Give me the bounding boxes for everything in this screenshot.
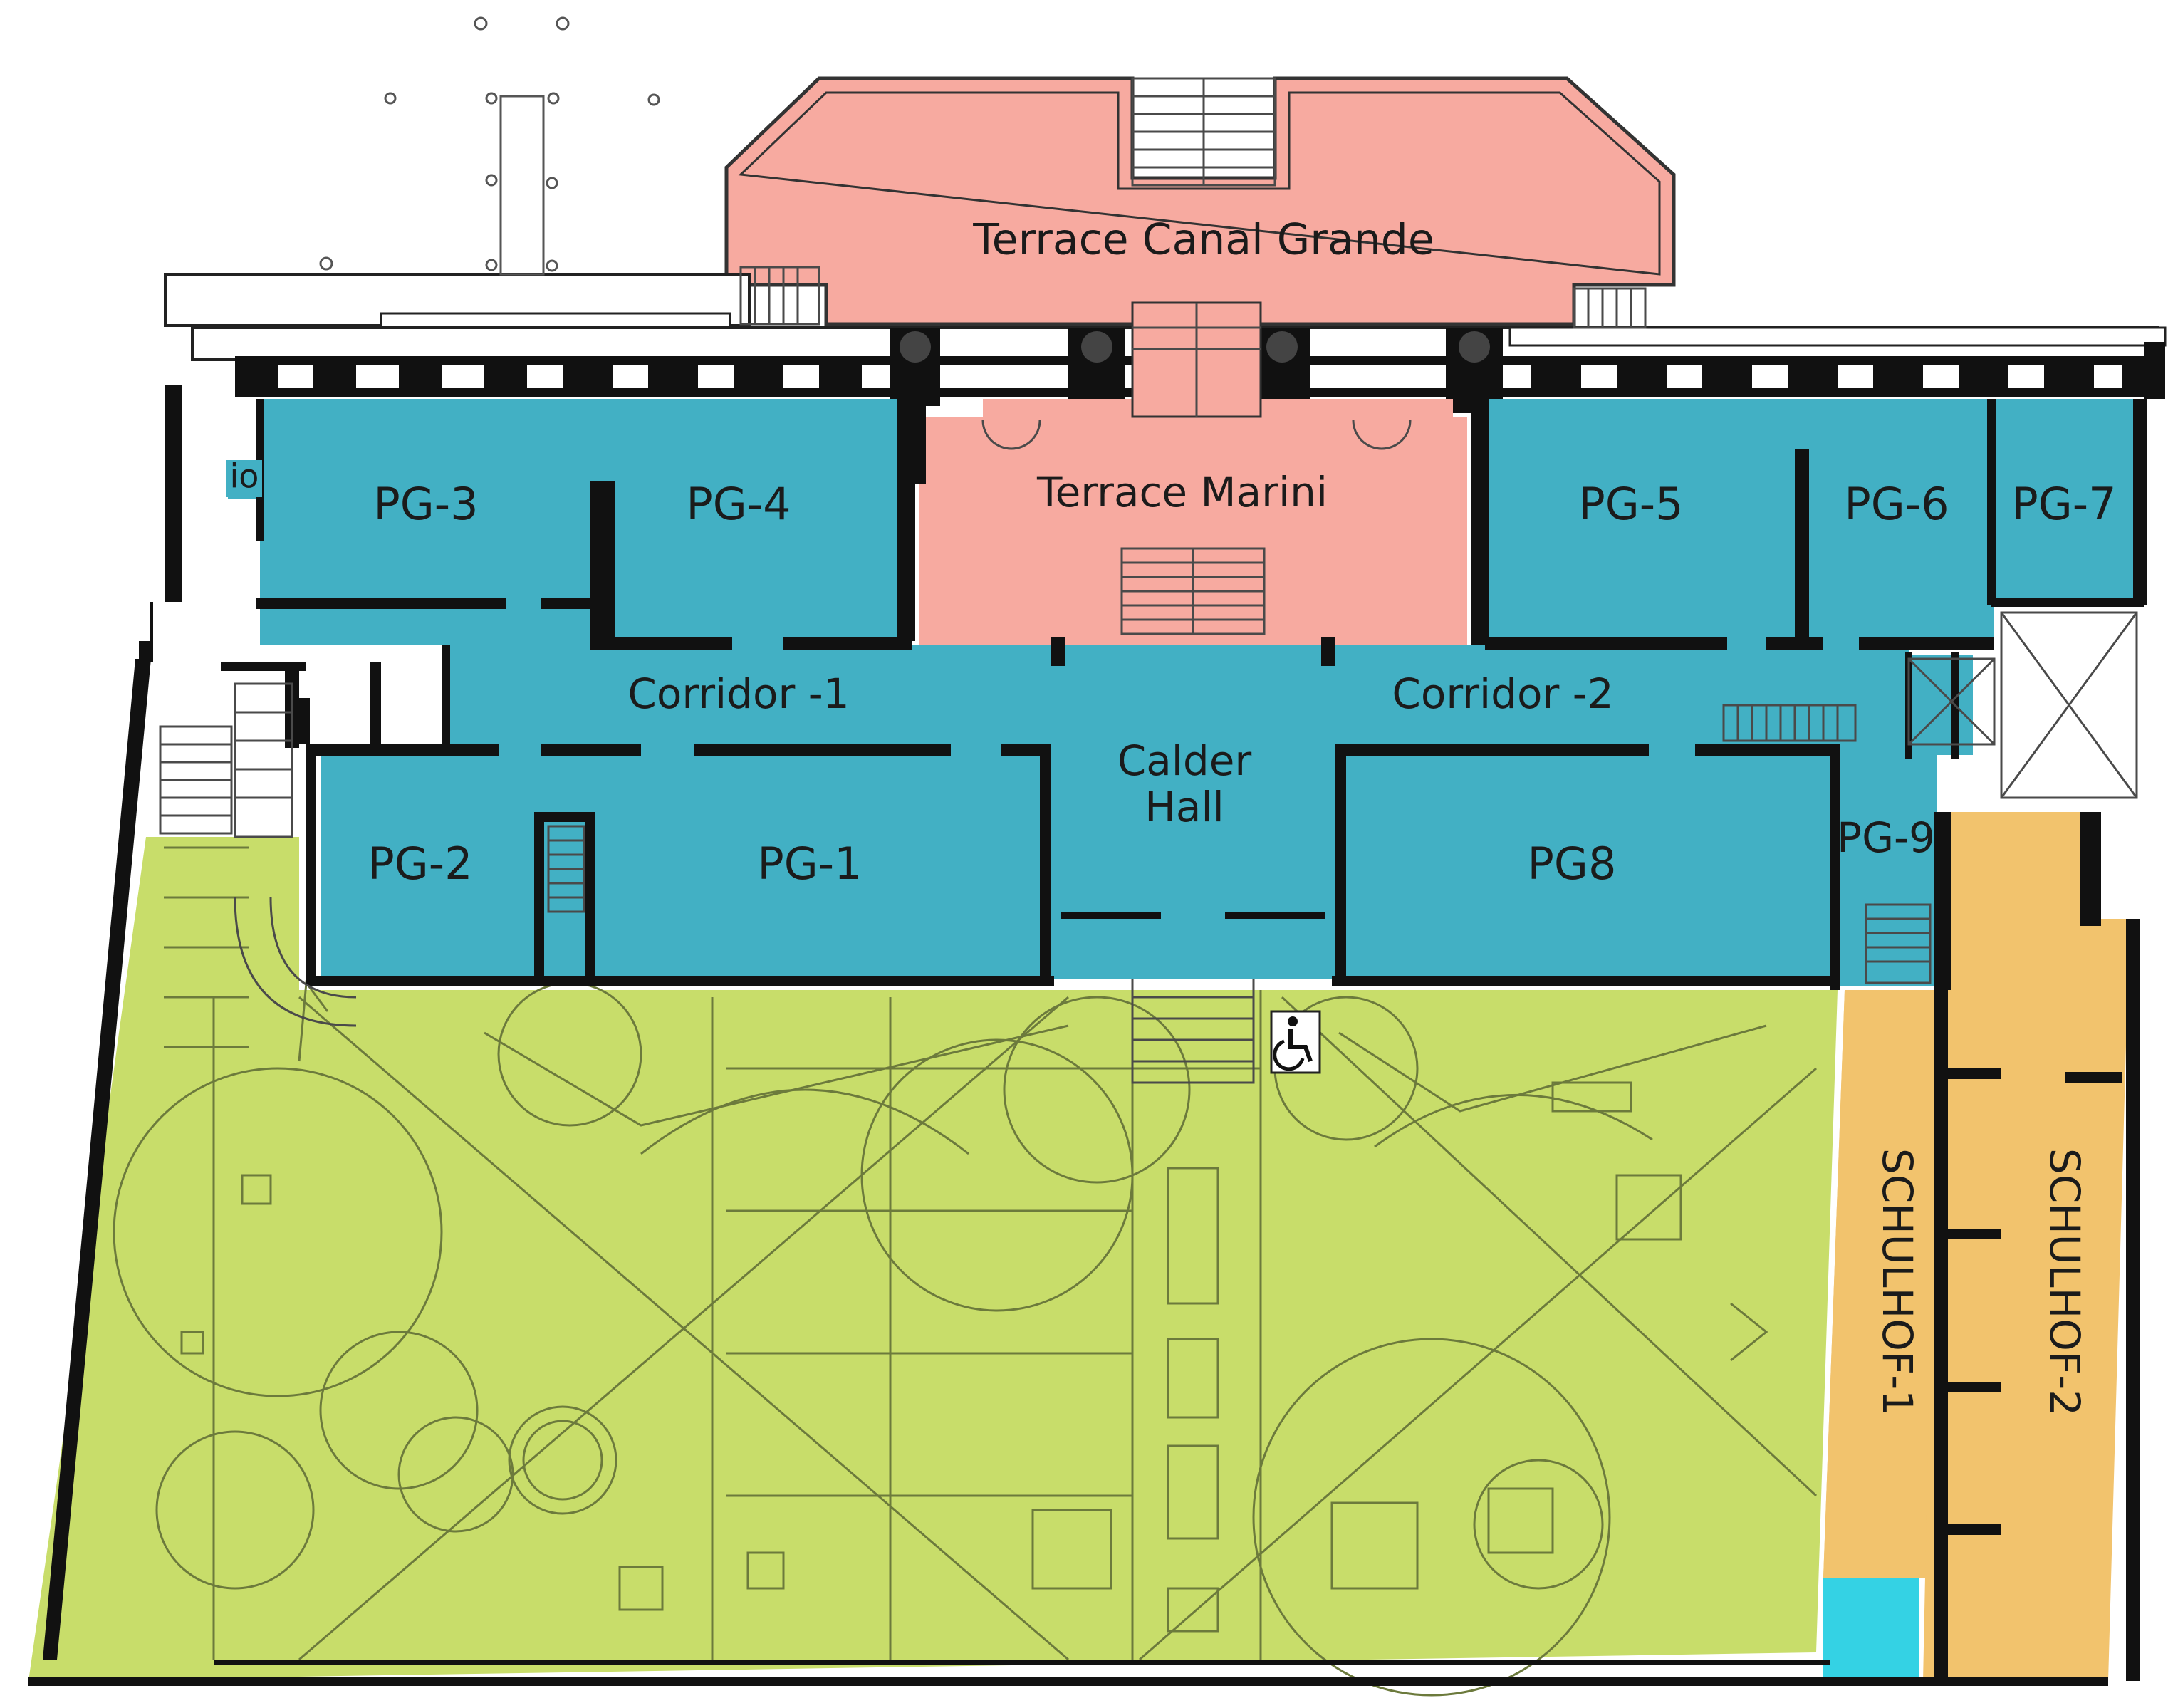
room-pg2-area[interactable]	[321, 751, 548, 979]
calder-hall-label-line2[interactable]: Hall	[1145, 783, 1224, 831]
room-pg1-label[interactable]: PG-1	[757, 838, 862, 890]
cyan-stair-area[interactable]	[1823, 1578, 1919, 1681]
room-pg5-label[interactable]: PG-5	[1578, 478, 1683, 530]
calder-hall-area[interactable]	[1047, 637, 1339, 979]
room-pg7-area[interactable]	[1994, 399, 2133, 605]
room-pg9-label[interactable]: PG-9	[1837, 813, 1935, 862]
room-pg8-label[interactable]: PG8	[1528, 838, 1617, 890]
canal-stairs	[1131, 77, 1276, 187]
terrace-marini[interactable]: Terrace Marini	[919, 301, 1467, 645]
schulhof-2-label[interactable]: SCHULHOF-2	[2041, 1148, 2089, 1416]
room-pg8-area[interactable]	[1339, 751, 1830, 979]
schulhof-1-label[interactable]: SCHULHOF-1	[1873, 1148, 1922, 1416]
sculpture-garden	[28, 837, 1838, 1697]
schulhof-1-block	[1823, 990, 1937, 1578]
interior-walls	[28, 342, 2165, 1686]
room-io-label: io	[230, 457, 259, 496]
corridor-1-label[interactable]: Corridor -1	[627, 670, 849, 718]
schulhof-2-area[interactable]	[1923, 812, 2130, 1681]
wheelchair-icon	[1270, 1010, 1321, 1074]
room-pg4-label[interactable]: PG-4	[686, 478, 791, 530]
room-pg7-label[interactable]: PG-7	[2011, 478, 2116, 530]
terrace-canal-grande-label: Terrace Canal Grande	[972, 215, 1434, 265]
room-pg6-area[interactable]	[1795, 399, 1994, 645]
io-badge	[226, 460, 262, 497]
room-pg2-label[interactable]: PG-2	[368, 838, 472, 890]
room-pg1-area[interactable]	[541, 751, 1047, 979]
calder-hall-label-line1[interactable]: Calder	[1117, 736, 1252, 785]
schulhof-area	[1823, 812, 2130, 1681]
room-pg3-label[interactable]: PG-3	[373, 478, 478, 530]
room-pg6-label[interactable]: PG-6	[1844, 478, 1949, 530]
room-pg9-area[interactable]	[1830, 751, 1937, 986]
corridor-2-label[interactable]: Corridor -2	[1392, 670, 1613, 718]
interior-stairs	[159, 611, 2138, 1027]
room-pg4-area[interactable]	[598, 399, 897, 645]
gallery-rooms	[228, 399, 2133, 986]
garden-paving	[113, 846, 1818, 1697]
terrace-canal-grande[interactable]: Terrace Canal Grande	[724, 76, 1676, 326]
room-labels: io PG-3 PG-4 PG-5 PG-6 PG-7 Corridor -1 …	[226, 457, 2117, 1416]
terrace-marini-label: Terrace Marini	[1036, 468, 1328, 516]
room-pg5-area[interactable]	[1485, 399, 1795, 645]
garden-area[interactable]	[28, 837, 1838, 1681]
